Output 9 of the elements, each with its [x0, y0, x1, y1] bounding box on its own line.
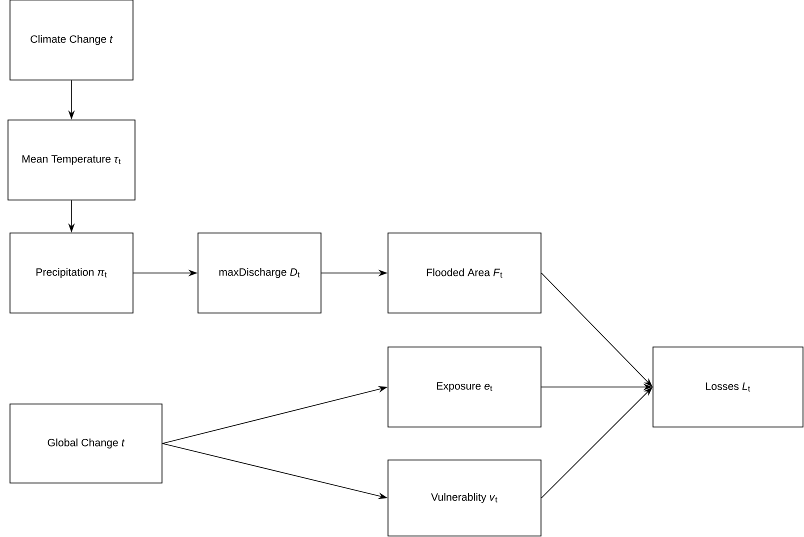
process-box: Exposure e$_{t}$ — [388, 346, 542, 428]
process-box: Mean Temperature τ$_{t}$ — [8, 120, 136, 200]
process-box: Vulnerablity v$_{t}$ — [388, 460, 542, 536]
process-box: Flooded Area F$_{t}$ — [388, 232, 542, 314]
process-box: Climate Change t — [10, 0, 134, 80]
process-box: maxDischarge D$_{t}$ — [198, 232, 322, 314]
process-box: Losses L$_{t}$ — [652, 346, 804, 428]
process-box: Precipitation π$_{t}$ — [10, 232, 134, 314]
process-box: Global Change t — [10, 404, 162, 484]
